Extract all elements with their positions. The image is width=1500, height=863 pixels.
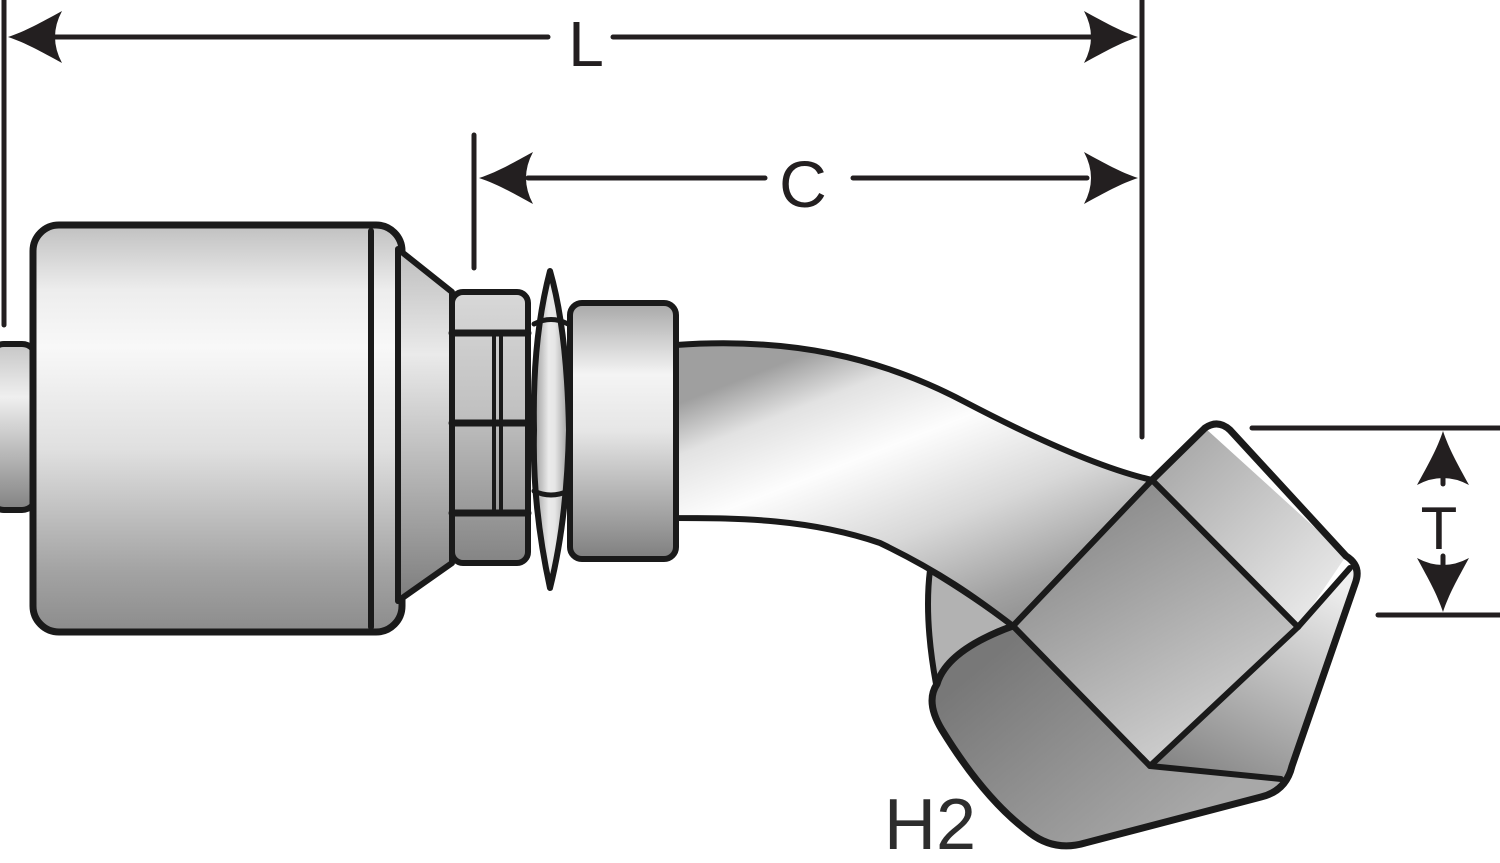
arrow-T-down: [1417, 558, 1469, 612]
bent-tube: [673, 340, 1155, 629]
hex-collar: [530, 268, 572, 591]
hex-size-label: H2: [884, 785, 976, 863]
fitting-illustration: [0, 221, 1361, 850]
nut-top-flat: [1152, 428, 1346, 627]
dimension-C: [471, 132, 1090, 271]
nut-end-face: [1150, 565, 1358, 797]
nut-facet-edges: [1010, 477, 1353, 782]
tube-socket-cylinder: [567, 300, 679, 562]
nut-outline: [928, 420, 1361, 850]
nut-bottom-flat: [932, 626, 1282, 846]
dim-C-label: C: [779, 147, 827, 221]
swivel-nut: [928, 420, 1361, 850]
serrated-collar: [448, 289, 532, 566]
arrow-C-left: [479, 152, 533, 204]
arrow-L-left: [8, 11, 62, 63]
crimp-ferrule: [29, 221, 406, 636]
arrow-C-right: [1084, 152, 1138, 204]
dimension-L: [1, 0, 1095, 328]
dim-L-label: L: [568, 8, 604, 80]
transition-cone: [395, 246, 455, 604]
arrow-L-right: [1084, 11, 1138, 63]
arrow-T-up: [1417, 431, 1469, 485]
dimension-annotations: [1, 0, 1500, 618]
dimension-arrowheads: [8, 11, 1469, 612]
dim-T-label: T: [1421, 495, 1458, 562]
